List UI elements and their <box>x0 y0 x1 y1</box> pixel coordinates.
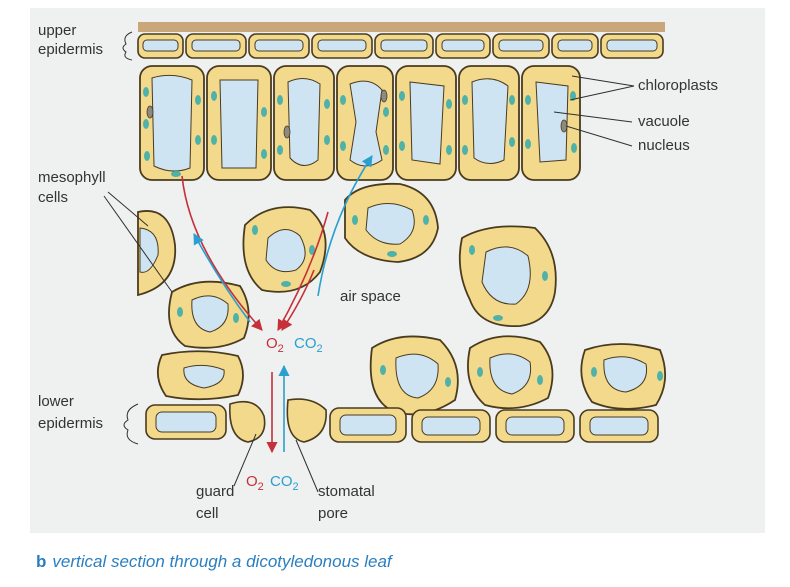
upper-epidermis-vacuoles <box>143 40 657 51</box>
stomatal-pore-label-2: pore <box>318 505 348 522</box>
caption-letter: b <box>36 552 46 571</box>
air-space-label: air space <box>340 288 401 305</box>
figure-caption: b vertical section through a dicotyledono… <box>36 552 392 572</box>
upper-epidermis-label-1: upper <box>38 22 76 39</box>
o2-lower-base: O <box>246 473 258 490</box>
guard-cell-label-1: guard <box>196 483 234 500</box>
co2-upper-base: CO <box>294 335 317 352</box>
mesophyll-label-1: mesophyll <box>38 169 106 186</box>
nucleus-label: nucleus <box>638 137 690 154</box>
o2-upper-sub: 2 <box>278 343 284 355</box>
o2-upper-base: O <box>266 335 278 352</box>
vacuole-label: vacuole <box>638 113 690 130</box>
lower-epidermis-label-1: lower <box>38 393 74 410</box>
co2-upper-sub: 2 <box>317 343 323 355</box>
upper-epidermis-label-2: epidermis <box>38 41 103 58</box>
stomatal-pore-label-1: stomatal <box>318 483 375 500</box>
caption-text: vertical section through a dicotyledonou… <box>52 552 391 571</box>
cuticle <box>138 22 665 32</box>
mesophyll-label-2: cells <box>38 189 68 206</box>
co2-lower-sub: 2 <box>293 481 299 493</box>
lower-epidermis-label-2: epidermis <box>38 415 103 432</box>
guard-cell-label-2: cell <box>196 505 219 522</box>
co2-lower-base: CO <box>270 473 293 490</box>
o2-lower-sub: 2 <box>258 481 264 493</box>
chloroplasts-label: chloroplasts <box>638 77 718 94</box>
